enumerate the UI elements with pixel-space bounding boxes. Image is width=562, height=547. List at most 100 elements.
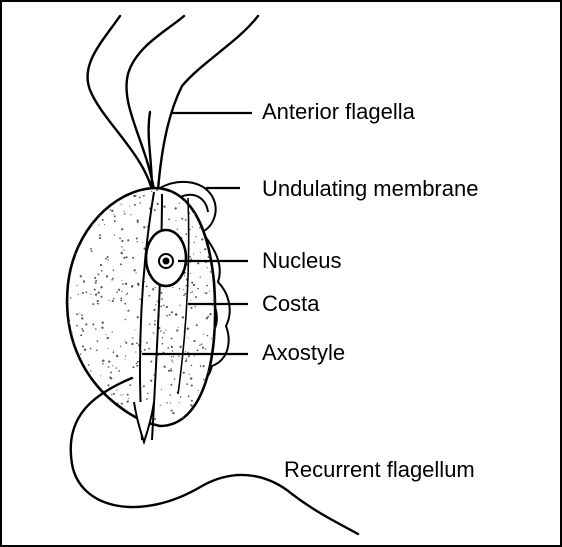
stipple-dot: [160, 405, 161, 406]
stipple-dot: [80, 196, 81, 197]
stipple-dot: [170, 370, 172, 372]
stipple-dot: [204, 418, 206, 420]
stipple-dot: [72, 193, 74, 195]
stipple-dot: [139, 298, 141, 300]
stipple-dot: [98, 303, 99, 304]
stipple-dot: [162, 343, 164, 345]
label-undulating-membrane: Undulating membrane: [262, 178, 478, 200]
stipple-dot: [85, 324, 87, 326]
stipple-dot: [122, 394, 123, 395]
stipple-dot: [75, 409, 77, 411]
stipple-dot: [209, 313, 211, 315]
stipple-dot: [82, 345, 84, 347]
stipple-dot: [172, 287, 173, 288]
stipple-dot: [188, 395, 190, 397]
stipple-dot: [191, 400, 193, 402]
stipple-dot: [161, 298, 163, 300]
stipple-dot: [164, 366, 166, 368]
stipple-dot: [108, 414, 110, 416]
stipple-dot: [151, 191, 152, 192]
stipple-dot: [64, 312, 65, 313]
stipple-dot: [116, 291, 118, 293]
stipple-dot: [121, 280, 122, 281]
stipple-dot: [161, 389, 162, 390]
stipple-dot: [185, 426, 187, 428]
stipple-dot: [153, 374, 154, 375]
stipple-dot: [102, 360, 104, 362]
stipple-dot: [107, 256, 109, 258]
stipple-dot: [103, 412, 105, 414]
stipple-dot: [197, 410, 198, 411]
stipple-dot: [181, 218, 183, 220]
stipple-dot: [76, 216, 78, 218]
stipple-dot: [195, 236, 196, 237]
stipple-dot: [103, 191, 104, 192]
stipple-dot: [131, 343, 133, 345]
stipple-dot: [191, 307, 193, 309]
stipple-dot: [168, 218, 170, 220]
stipple-dot: [161, 292, 163, 294]
stipple-dot: [170, 403, 171, 404]
stipple-dot: [190, 273, 191, 274]
stipple-dot: [175, 220, 176, 221]
stipple-dot: [172, 361, 173, 362]
stipple-dot: [118, 289, 120, 291]
stipple-dot: [81, 230, 82, 231]
stipple-dot: [101, 270, 103, 272]
stipple-dot: [87, 411, 89, 413]
stipple-dot: [125, 283, 127, 285]
stipple-dot: [82, 388, 83, 389]
stipple-dot: [64, 192, 65, 193]
stipple-dot: [64, 256, 65, 257]
stipple-dot: [171, 338, 173, 340]
stipple-dot: [157, 301, 158, 302]
stipple-dot: [199, 227, 201, 229]
stipple-dot: [127, 401, 129, 403]
stipple-dot: [120, 395, 121, 396]
stipple-dot: [143, 226, 145, 228]
stipple-dot: [213, 233, 215, 235]
stipple-dot: [121, 228, 123, 230]
stipple-dot: [154, 209, 156, 211]
label-nucleus: Nucleus: [262, 250, 341, 272]
stipple-dot: [132, 337, 133, 338]
stipple-dot: [192, 226, 193, 227]
stipple-dot: [102, 426, 104, 428]
stipple-dot: [92, 324, 94, 326]
stipple-dot: [85, 391, 86, 392]
stipple-dot: [156, 189, 158, 191]
stipple-dot: [107, 384, 109, 386]
stipple-dot: [207, 335, 209, 337]
stipple-dot: [165, 330, 166, 331]
stipple-dot: [84, 195, 86, 197]
stipple-dot: [129, 384, 131, 386]
stipple-dot: [78, 231, 79, 232]
stipple-dot: [69, 375, 70, 376]
stipple-dot: [201, 343, 203, 345]
stipple-dot: [92, 198, 93, 199]
stipple-dot: [66, 334, 68, 336]
stipple-dot: [122, 283, 124, 285]
stipple-dot: [102, 363, 103, 364]
stipple-dot: [178, 355, 179, 356]
stipple-dot: [154, 418, 156, 420]
stipple-dot: [217, 227, 219, 229]
stipple-dot: [190, 377, 192, 379]
stipple-dot: [185, 233, 187, 235]
stipple-dot: [148, 295, 150, 297]
stipple-dot: [90, 248, 92, 250]
stipple-dot: [144, 281, 145, 282]
stipple-dot: [95, 282, 97, 284]
stipple-dot: [200, 277, 201, 278]
stipple-dot: [113, 352, 115, 354]
stipple-dot: [171, 311, 173, 313]
stipple-dot: [64, 211, 66, 213]
stipple-dot: [133, 269, 135, 271]
stipple-dot: [158, 355, 159, 356]
stipple-dot: [137, 361, 139, 363]
stipple-dot: [95, 414, 97, 416]
stipple-dot: [67, 342, 69, 344]
stipple-dot: [66, 341, 67, 342]
stipple-dot: [90, 294, 91, 295]
